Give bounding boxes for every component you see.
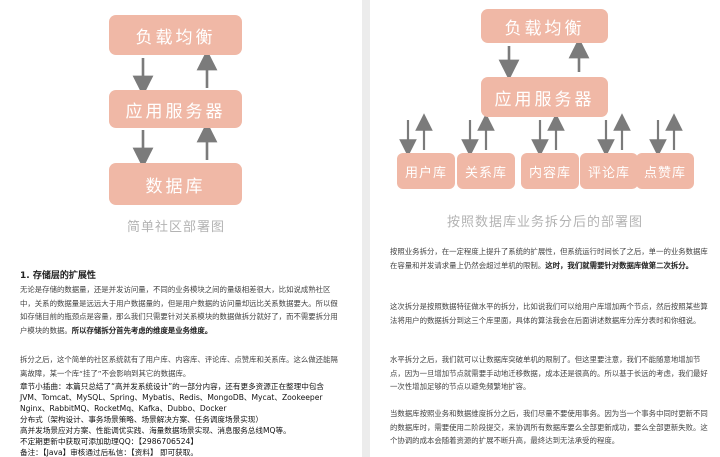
right-diagram-arrows — [399, 37, 683, 157]
content-db-box: 内容库 — [521, 153, 579, 189]
right-page: 负载均衡 应用服务器 用户库 关系库 内容库 评论库 点赞库 按照数据库业务拆分… — [370, 0, 720, 457]
database-box: 数据库 — [109, 163, 242, 205]
right-paragraph-1: 按照业务拆分，在一定程度上提升了系统的扩展性，但系统运行时间长了之后，单一的业务… — [390, 247, 708, 270]
right-paragraph-2: 这次拆分是按照数据特征做水平的拆分，比如说我们可以给用户库增加两个节点，然后按照… — [390, 302, 708, 325]
load-balancer-box: 负载均衡 — [481, 9, 608, 43]
like-db-box: 点赞库 — [636, 153, 694, 189]
app-server-box: 应用服务器 — [481, 77, 608, 117]
note-line: 备注：【Java】审核通过后私信：【资料】 即可获取。 — [20, 448, 198, 457]
left-paragraph-2: 拆分之后，这个简单的社区系统就有了用户库、内容库、评论库、点赞库和关系库。这么做… — [20, 355, 338, 378]
section-heading: 1. 存储层的扩展性 — [20, 271, 96, 281]
app-server-box: 应用服务器 — [109, 90, 242, 128]
note-line: 不定期更新中获取可添加助理QQ：【2986706524】 — [20, 437, 198, 446]
right-paragraph-3: 水平拆分之后，我们就可以让数据库突破单机的限制了。但这里要注意，我们不能随意地增… — [390, 355, 708, 392]
note-line: Nginx、RabbitMQ、RocketMq、Kafka、Dubbo、Dock… — [20, 404, 227, 413]
note-line: JVM、Tomcat、MySQL、Spring、Mybatis、Redis、Mo… — [20, 393, 323, 402]
user-db-box: 用户库 — [397, 153, 455, 189]
note-line: 章节小插曲：本篇只总结了“高并发系统设计”的一部分内容，还有更多资源正在整理中包… — [20, 382, 325, 391]
note-line: 分布式（架构设计、事务场景策略、场景解决方案、任务调度场景实现） — [20, 415, 263, 424]
note-line: 高并发场景应对方案、性能调优实践、海量数据场景实现、消息服务总线MQ等。 — [20, 426, 291, 435]
left-paragraph-1: 无论是存储的数据量，还是并发访问量，不同的业务模块之间的量级相差很大，比如说成熟… — [20, 285, 338, 335]
left-diagram-arrows — [132, 49, 218, 169]
left-page: 负载均衡 应用服务器 数据库 简单社区部署图 1. 存储层的扩展性 无论是存储的… — [20, 15, 338, 457]
page-gutter — [362, 0, 370, 457]
load-balancer-box: 负载均衡 — [109, 15, 242, 55]
right-diagram-caption: 按照数据库业务拆分后的部署图 — [446, 215, 643, 230]
right-paragraph-4: 当数据库按照业务和数据维度拆分之后，我们尽量不要使用事务。因为当一个事务中同时更… — [390, 409, 708, 446]
comment-db-box: 评论库 — [580, 153, 638, 189]
left-diagram-caption: 简单社区部署图 — [126, 220, 225, 235]
relation-db-box: 关系库 — [457, 153, 515, 189]
